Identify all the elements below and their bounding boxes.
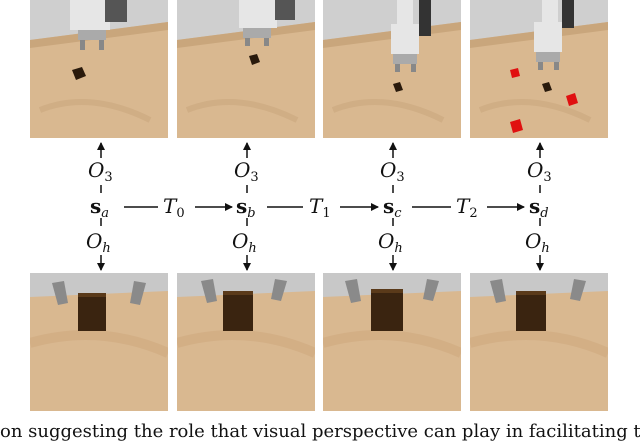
obs-bottom-label-b: Oh (232, 229, 257, 256)
state-a: sa (90, 194, 110, 221)
state-b: sb (236, 194, 256, 221)
obs-top-label-d: O3 (527, 158, 552, 185)
hand-view-a (30, 273, 168, 411)
transition-label-2: T2 (456, 194, 478, 221)
hand-view-d (470, 273, 608, 411)
third-person-view-c (323, 0, 461, 138)
figure-caption: on suggesting the role that visual persp… (0, 421, 640, 442)
state-d: sd (529, 194, 549, 221)
third-person-view-b (177, 0, 315, 138)
third-person-view-a (30, 0, 168, 138)
obs-bottom-label-c: Oh (378, 229, 403, 256)
hand-view-b (177, 273, 315, 411)
obs-top-label-b: O3 (234, 158, 259, 185)
obs-top-label-c: O3 (380, 158, 405, 185)
third-person-view-d (470, 0, 608, 138)
hand-view-c (323, 273, 461, 411)
obs-bottom-label-d: Oh (525, 229, 550, 256)
obs-top-label-a: O3 (88, 158, 113, 185)
obs-bottom-label-a: Oh (86, 229, 111, 256)
transition-label-1: T1 (309, 194, 331, 221)
state-c: sc (383, 194, 402, 221)
transition-label-0: T0 (163, 194, 185, 221)
